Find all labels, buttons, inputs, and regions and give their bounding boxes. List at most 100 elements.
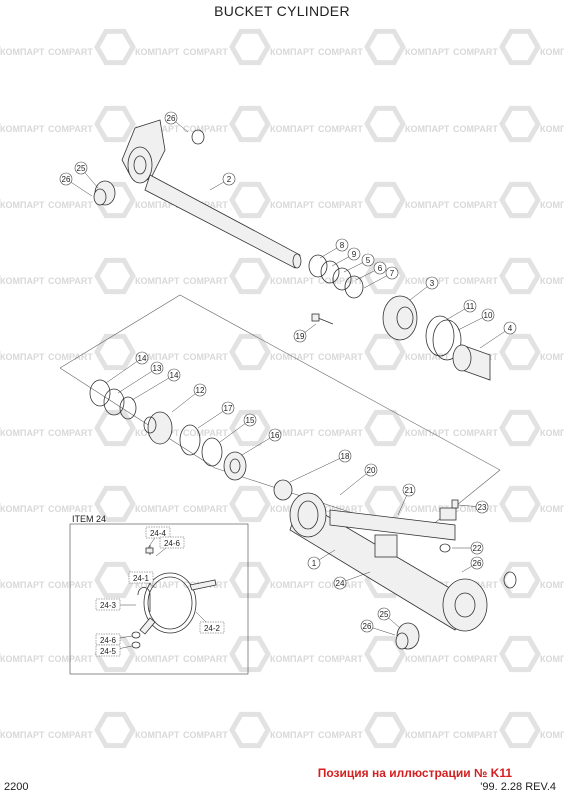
svg-text:КОМПАРТ: КОМПАРТ bbox=[540, 200, 564, 210]
piston-nut-16 bbox=[223, 451, 247, 481]
item-group-label: ITEM 24 bbox=[72, 514, 107, 524]
svg-text:КОМПАРТ: КОМПАРТ bbox=[0, 428, 45, 438]
callout-26: 26 bbox=[164, 111, 189, 133]
svg-text:КОМПАРТ: КОМПАРТ bbox=[135, 200, 180, 210]
callout-24-6: 24-6 bbox=[155, 536, 185, 557]
callout-18: 18 bbox=[289, 449, 352, 483]
svg-text:24-3: 24-3 bbox=[100, 601, 117, 610]
svg-text:КОМПАРТ: КОМПАРТ bbox=[540, 428, 564, 438]
svg-text:КОМПАРТ: КОМПАРТ bbox=[405, 200, 450, 210]
svg-text:КОМПАРТ: КОМПАРТ bbox=[135, 352, 180, 362]
callout-24-3: 24-3 bbox=[95, 598, 136, 611]
svg-text:КОМПАРТ: КОМПАРТ bbox=[0, 730, 45, 740]
callout-25: 25 bbox=[74, 161, 99, 189]
svg-text:COMPART: COMPART bbox=[183, 428, 228, 438]
svg-text:COMPART: COMPART bbox=[183, 352, 228, 362]
svg-text:COMPART: COMPART bbox=[48, 730, 93, 740]
svg-text:COMPART: COMPART bbox=[453, 47, 498, 57]
socket-bolt-19 bbox=[311, 313, 334, 325]
svg-text:12: 12 bbox=[196, 386, 205, 395]
callout-10: 10 bbox=[457, 308, 495, 331]
cylinder-tube bbox=[289, 492, 488, 632]
callout-24-2: 24-2 bbox=[195, 611, 225, 634]
callout-23: 23 bbox=[457, 500, 489, 514]
backup-ring-10 bbox=[432, 319, 462, 361]
callout-15: 15 bbox=[219, 413, 257, 443]
svg-text:15: 15 bbox=[246, 416, 255, 425]
nut-18 bbox=[273, 479, 293, 501]
callout-26: 26 bbox=[461, 556, 484, 573]
callout-12: 12 bbox=[171, 383, 207, 413]
svg-text:COMPART: COMPART bbox=[48, 428, 93, 438]
callout-9: 9 bbox=[331, 247, 361, 267]
svg-text:КОМПАРТ: КОМПАРТ bbox=[540, 276, 564, 286]
svg-text:COMPART: COMPART bbox=[48, 47, 93, 57]
svg-text:COMPART: COMPART bbox=[48, 276, 93, 286]
pipe-clamp-assembly bbox=[131, 545, 217, 649]
piston-seal-set bbox=[89, 379, 173, 445]
svg-text:КОМПАРТ: КОМПАРТ bbox=[540, 504, 564, 514]
callout-24-1: 24-1 bbox=[128, 571, 157, 589]
svg-text:COMPART: COMPART bbox=[453, 124, 498, 134]
rod-cover bbox=[382, 295, 418, 341]
svg-text:COMPART: COMPART bbox=[453, 200, 498, 210]
svg-text:КОМПАРТ: КОМПАРТ bbox=[270, 47, 315, 57]
callout-11: 11 bbox=[445, 299, 477, 321]
svg-text:26: 26 bbox=[62, 175, 71, 184]
callout-25: 25 bbox=[377, 607, 401, 629]
seal-ring-26-upper bbox=[191, 129, 205, 145]
svg-text:COMPART: COMPART bbox=[318, 654, 363, 664]
svg-text:КОМПАРТ: КОМПАРТ bbox=[0, 580, 45, 590]
svg-text:COMPART: COMPART bbox=[183, 124, 228, 134]
svg-text:КОМПАРТ: КОМПАРТ bbox=[540, 47, 564, 57]
svg-text:КОМПАРТ: КОМПАРТ bbox=[0, 200, 45, 210]
svg-text:КОМПАРТ: КОМПАРТ bbox=[270, 428, 315, 438]
callout-1: 1 bbox=[307, 549, 336, 570]
svg-text:24: 24 bbox=[336, 579, 345, 588]
callout-17: 17 bbox=[197, 401, 235, 429]
svg-text:КОМПАРТ: КОМПАРТ bbox=[540, 730, 564, 740]
svg-text:18: 18 bbox=[341, 452, 350, 461]
illustration-position-link[interactable]: Позиция на иллюстрации № K11 bbox=[317, 766, 512, 780]
svg-text:26: 26 bbox=[363, 622, 372, 631]
svg-text:COMPART: COMPART bbox=[453, 654, 498, 664]
svg-text:COMPART: COMPART bbox=[183, 730, 228, 740]
callout-24: 24 bbox=[333, 571, 371, 590]
svg-text:20: 20 bbox=[367, 466, 376, 475]
callout-24-5: 24-5 bbox=[95, 644, 133, 657]
rod-cover-head bbox=[452, 344, 491, 381]
svg-text:COMPART: COMPART bbox=[318, 200, 363, 210]
svg-text:22: 22 bbox=[473, 544, 482, 553]
svg-text:COMPART: COMPART bbox=[183, 504, 228, 514]
callout-3: 3 bbox=[409, 276, 439, 301]
svg-text:КОМПАРТ: КОМПАРТ bbox=[0, 47, 45, 57]
svg-text:КОМПАРТ: КОМПАРТ bbox=[540, 124, 564, 134]
svg-text:11: 11 bbox=[466, 302, 475, 311]
svg-text:COMPART: COMPART bbox=[183, 47, 228, 57]
callout-7: 7 bbox=[363, 266, 399, 289]
svg-text:23: 23 bbox=[478, 503, 487, 512]
callout-14: 14 bbox=[105, 351, 149, 384]
svg-text:КОМПАРТ: КОМПАРТ bbox=[0, 654, 45, 664]
callout-4: 4 bbox=[479, 321, 517, 349]
svg-text:6: 6 bbox=[378, 264, 383, 273]
callout-19: 19 bbox=[293, 323, 317, 343]
